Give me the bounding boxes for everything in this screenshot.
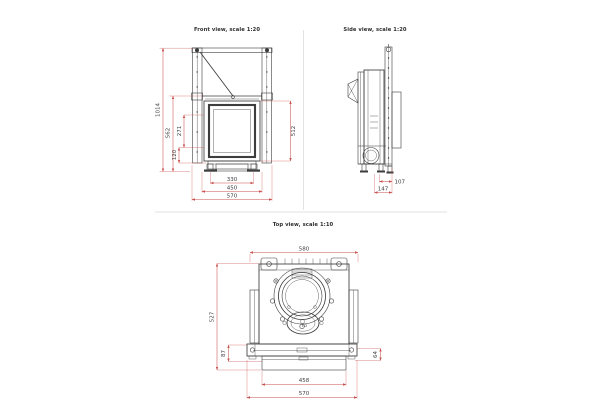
right-pulley-icon: [265, 48, 269, 53]
side-front-foot-pad: [360, 170, 368, 173]
dim-label-450: 450: [227, 185, 238, 191]
front-frame-bar: [246, 343, 358, 357]
dim-label-458: 458: [299, 378, 310, 384]
dim-label-562: 562: [166, 128, 172, 139]
top-view-dimensions: 580 527 87 64 458 570: [210, 246, 382, 399]
front-guide-panel: [357, 71, 365, 165]
top-view-drawing: [246, 257, 359, 371]
side-mid-foot-pad: [377, 170, 385, 173]
left-foot-pad: [204, 169, 217, 172]
dim-label-1014: 1014: [156, 103, 162, 117]
dim-label-527: 527: [210, 311, 216, 322]
lift-door-top: [261, 355, 347, 371]
side-view-dimensions: 107 147: [374, 168, 406, 194]
dim-label-147: 147: [378, 187, 389, 193]
dim-label-271: 271: [177, 126, 183, 137]
frame-top-beam: [191, 47, 273, 53]
front-view-title: Front view, scale 1:20: [194, 27, 260, 33]
fan-housing-icon: [362, 147, 380, 164]
air-inlet-oval: [282, 311, 324, 335]
dim-label-107: 107: [395, 180, 406, 186]
counterweight-cable: [199, 51, 234, 97]
dim-label-570-top: 570: [299, 391, 310, 397]
inlet-knob-icon: [300, 319, 305, 324]
side-rear-leg: [387, 165, 393, 173]
dim-label-64: 64: [373, 351, 379, 358]
rear-vent-ticks: [284, 258, 328, 264]
side-mid-leg: [378, 163, 384, 172]
top-view: Top view, scale 1:10: [210, 222, 382, 399]
dim-label-87: 87: [221, 350, 227, 357]
dim-label-570: 570: [227, 193, 238, 199]
side-front-leg: [361, 163, 367, 172]
rail-chain-dots: [387, 57, 390, 159]
dim-label-512: 512: [291, 126, 297, 137]
smoke-deflector: [347, 78, 359, 104]
left-latch-pin: [250, 347, 256, 353]
left-lintel-bracket: [191, 92, 203, 101]
door-glass: [213, 109, 251, 153]
right-lintel-bracket: [261, 92, 273, 101]
flue-collar: [269, 267, 334, 329]
door-outer-frame: [203, 100, 261, 162]
body-side: [363, 69, 385, 165]
frame-center-latch: [296, 347, 308, 353]
side-view-drawing: [347, 44, 402, 174]
collar-label: [291, 268, 313, 279]
rail-pulley-icon: [385, 46, 392, 53]
dim-label-120: 120: [172, 149, 178, 160]
right-latch-pin: [348, 347, 354, 353]
dim-label-580: 580: [299, 246, 310, 252]
dim-label-330: 330: [227, 177, 238, 183]
side-rear-foot-pad: [386, 171, 394, 174]
front-view-dimensions: 1014 562 271 120 512 330 450 570: [156, 48, 297, 201]
front-view-drawing: [191, 47, 273, 172]
view-dividers: [155, 30, 447, 213]
side-view-title: Side view, scale 1:20: [343, 27, 407, 33]
right-foot-pad: [247, 169, 260, 172]
pedestal: [207, 160, 257, 170]
side-view: Side view, scale 1:20: [343, 27, 407, 194]
door-glass-frame: [207, 103, 257, 159]
top-view-title: Top view, scale 1:10: [273, 222, 334, 228]
ash-drawer: [215, 163, 249, 172]
column-holes: [196, 56, 268, 153]
front-view: Front view, scale 1:20: [156, 27, 297, 201]
counterweight-panel: [391, 91, 402, 149]
